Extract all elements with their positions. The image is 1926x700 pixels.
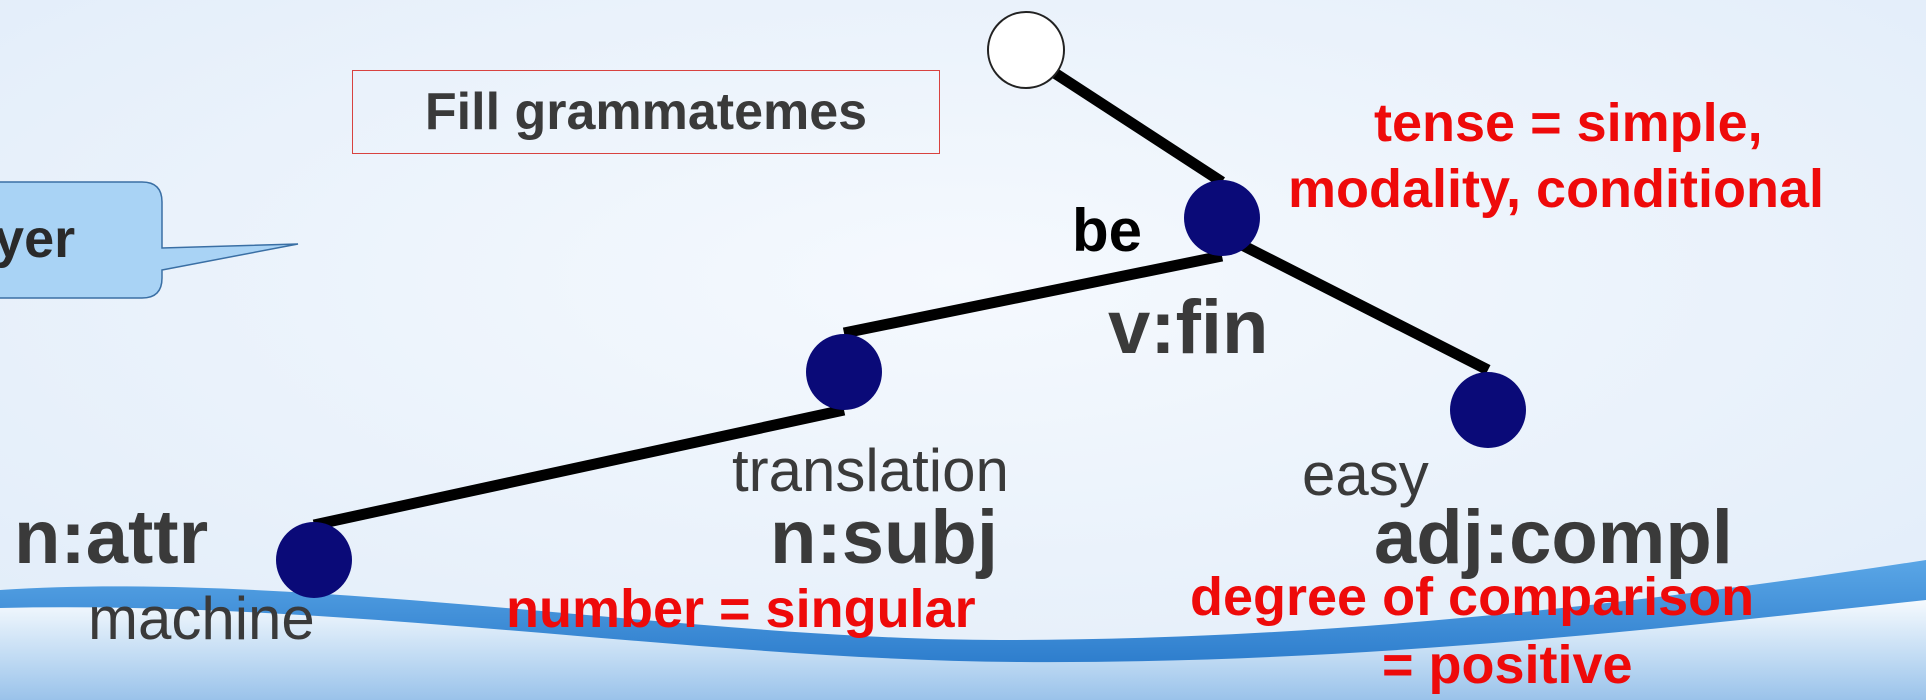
grammateme-be-line2: modality, conditional bbox=[1288, 159, 1825, 219]
node-easy bbox=[1450, 372, 1526, 448]
edge-be-translation bbox=[842, 250, 1224, 339]
background-wave-highlight bbox=[0, 600, 1926, 700]
lemma-easy: easy bbox=[1302, 441, 1429, 508]
callout-bubble bbox=[0, 181, 299, 299]
edge-root-be bbox=[1046, 65, 1226, 187]
functor-easy: adj:compl bbox=[1374, 495, 1733, 580]
lemma-be: be bbox=[1072, 197, 1143, 264]
functor-translation: n:subj bbox=[770, 495, 998, 580]
functor-be: v:fin bbox=[1108, 285, 1269, 370]
node-translation bbox=[806, 334, 882, 410]
callout-text: ayer bbox=[0, 209, 76, 269]
tree-nodes bbox=[276, 11, 1526, 598]
edge-translation-machine bbox=[312, 404, 846, 531]
node-machine bbox=[276, 522, 352, 598]
grammateme-translation: number = singular bbox=[506, 579, 976, 639]
lemma-machine: machine bbox=[88, 585, 315, 652]
grammateme-easy-line1: degree of comparison bbox=[1190, 567, 1755, 627]
tree-edges bbox=[312, 65, 1491, 531]
slide-title: Fill grammatemes bbox=[352, 70, 940, 154]
grammateme-be-line1: tense = simple, bbox=[1374, 93, 1763, 153]
lemma-translation: translation bbox=[732, 437, 1009, 504]
functor-machine: n:attr bbox=[14, 495, 209, 580]
root-node bbox=[987, 11, 1065, 89]
edge-be-easy bbox=[1237, 239, 1491, 375]
grammateme-easy-line2: = positive bbox=[1382, 635, 1633, 695]
node-be bbox=[1184, 180, 1260, 256]
